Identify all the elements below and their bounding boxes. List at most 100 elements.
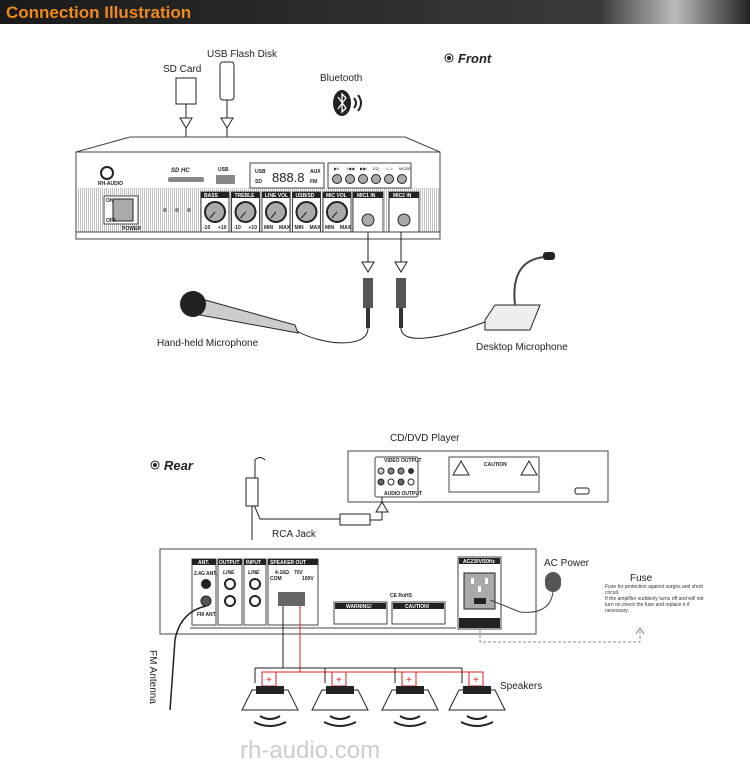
bullet-dot — [447, 56, 451, 60]
output-line-label: LINE — [223, 570, 235, 576]
line-output-jack[interactable] — [224, 595, 236, 607]
knob-min-label: -10 — [234, 225, 241, 231]
speaker-out-label: SPEAKER OUT — [270, 560, 306, 566]
speaker: + — [448, 668, 506, 727]
front-button[interactable] — [358, 174, 368, 184]
svg-text:+: + — [473, 675, 479, 686]
warning-label: WARNING! — [346, 604, 372, 610]
svg-text:+: + — [406, 675, 412, 686]
knob-max-label: MAX — [340, 225, 352, 231]
desktop-mic-label: Desktop Microphone — [476, 342, 568, 353]
front-button[interactable] — [384, 174, 394, 184]
100v-label: 100V — [302, 576, 314, 582]
display-digits: 888.8 — [272, 170, 305, 185]
button-label: ⊂⊃ — [386, 166, 393, 171]
rca-plug — [339, 513, 371, 526]
output-label: OUTPUT — [219, 560, 240, 566]
knob-label: LINE VOL — [265, 193, 288, 199]
front-button[interactable] — [371, 174, 381, 184]
button-label: MODE — [399, 166, 411, 171]
knob-max-label: MAX — [310, 225, 322, 231]
usb-port[interactable] — [216, 175, 235, 184]
ac-plug — [545, 572, 561, 592]
brand-text: RH-AUDIO — [98, 181, 123, 187]
knob-label: BASS — [204, 193, 219, 199]
watermark: rh-audio.com — [240, 737, 380, 764]
cd-caution-label: CAUTION — [484, 462, 507, 468]
usb-flash-label: USB Flash Disk — [207, 49, 278, 60]
knob-max-label: MAX — [279, 225, 291, 231]
audio-output-label: AUDIO OUTPUT — [384, 491, 422, 497]
ant-label: ANT. — [198, 560, 210, 566]
bullet-icon — [153, 463, 157, 467]
brand-logo — [100, 166, 114, 180]
bullet-icon — [444, 53, 454, 63]
power-switch[interactable] — [112, 198, 134, 222]
mic2-plug — [396, 278, 406, 308]
front-button[interactable] — [345, 174, 355, 184]
sd-slot-label: SD HC — [171, 168, 190, 174]
mic1-plug — [363, 278, 373, 308]
ant-24g-label: 2.4G ANT. — [194, 571, 218, 577]
fuse-holder[interactable] — [474, 598, 486, 604]
usb-flash-icon — [219, 61, 235, 101]
svg-text:+: + — [266, 675, 272, 686]
knob-min-label: MIN — [295, 225, 305, 231]
knob-min-label: -10 — [203, 225, 210, 231]
front-label: Front — [458, 51, 492, 66]
arrow-icon — [220, 117, 234, 129]
mic2-label: MIC2 IN — [393, 193, 412, 199]
fm-ant-label: FM ANT. — [197, 612, 217, 618]
header-bar — [0, 0, 750, 24]
handheld-microphone — [180, 291, 299, 334]
display-indicator-aux: AUX — [310, 169, 321, 175]
ant-24g-jack[interactable] — [201, 579, 211, 589]
fuse-title: Fuse — [630, 573, 653, 584]
line-output-jack[interactable] — [224, 578, 236, 590]
knob-max-label: +10 — [249, 225, 258, 231]
knob-label: MIC VOL — [326, 193, 347, 199]
fuse-description: Fuse for protection against surges and s… — [605, 584, 704, 614]
knob-label: USB/SD — [296, 193, 315, 199]
front-button[interactable] — [397, 174, 407, 184]
line-input-jack[interactable] — [249, 595, 261, 607]
bluetooth-label: Bluetooth — [320, 73, 362, 84]
line-input-jack[interactable] — [249, 578, 261, 590]
ce-rohs-mark: CE RoHS — [390, 593, 413, 599]
button-label: I◀◀ — [347, 166, 355, 171]
sd-card-slot[interactable] — [168, 177, 204, 182]
desktop-microphone — [484, 252, 555, 331]
fuse-text-line: circuit. — [605, 590, 619, 596]
70v-label: 70V — [294, 570, 304, 576]
button-label: ▶▶I — [360, 166, 367, 171]
button-label: EQ — [373, 166, 379, 171]
ac-power-label: AC Power — [544, 558, 590, 569]
fuse-text-line: If the amplifier suddenly turns off and … — [605, 596, 704, 602]
speakers-label: Speakers — [500, 681, 542, 692]
knob-label: TREBLE — [235, 193, 256, 199]
knob-min-label: MIN — [264, 225, 274, 231]
input-label: INPUT — [246, 560, 261, 566]
display-indicator-fm: FM — [310, 179, 317, 185]
speaker: + — [311, 668, 369, 727]
rear-label: Rear — [164, 458, 194, 473]
rca-plug — [245, 477, 259, 507]
fuse-text-line: necessary. — [605, 608, 629, 614]
fuse-text-line: Fuse for protection against surges and s… — [605, 584, 703, 590]
ohm-label: 4-16Ω — [275, 570, 289, 576]
front-button[interactable] — [332, 174, 342, 184]
rca-jack-label: RCA Jack — [272, 529, 317, 540]
handheld-mic-label: Hand-held Microphone — [157, 338, 259, 349]
usb-port-label: USB — [218, 167, 229, 173]
fuse-text-line: turn on,check the fuse and replace it if — [605, 602, 690, 608]
amplifier-front-panel: RH-AUDIO SD HC USB USB SD 888.8 AUX FM ▶… — [75, 136, 441, 240]
input-line-label: LINE — [248, 570, 260, 576]
speaker-terminal[interactable] — [278, 592, 305, 606]
fm-antenna-label: FM Antenna — [147, 650, 158, 704]
power-label: POWER — [122, 226, 141, 232]
ac-rating-label: AC230V/50Hz — [463, 559, 495, 565]
arrow-icon — [179, 117, 193, 129]
fm-ant-jack[interactable] — [200, 595, 212, 607]
